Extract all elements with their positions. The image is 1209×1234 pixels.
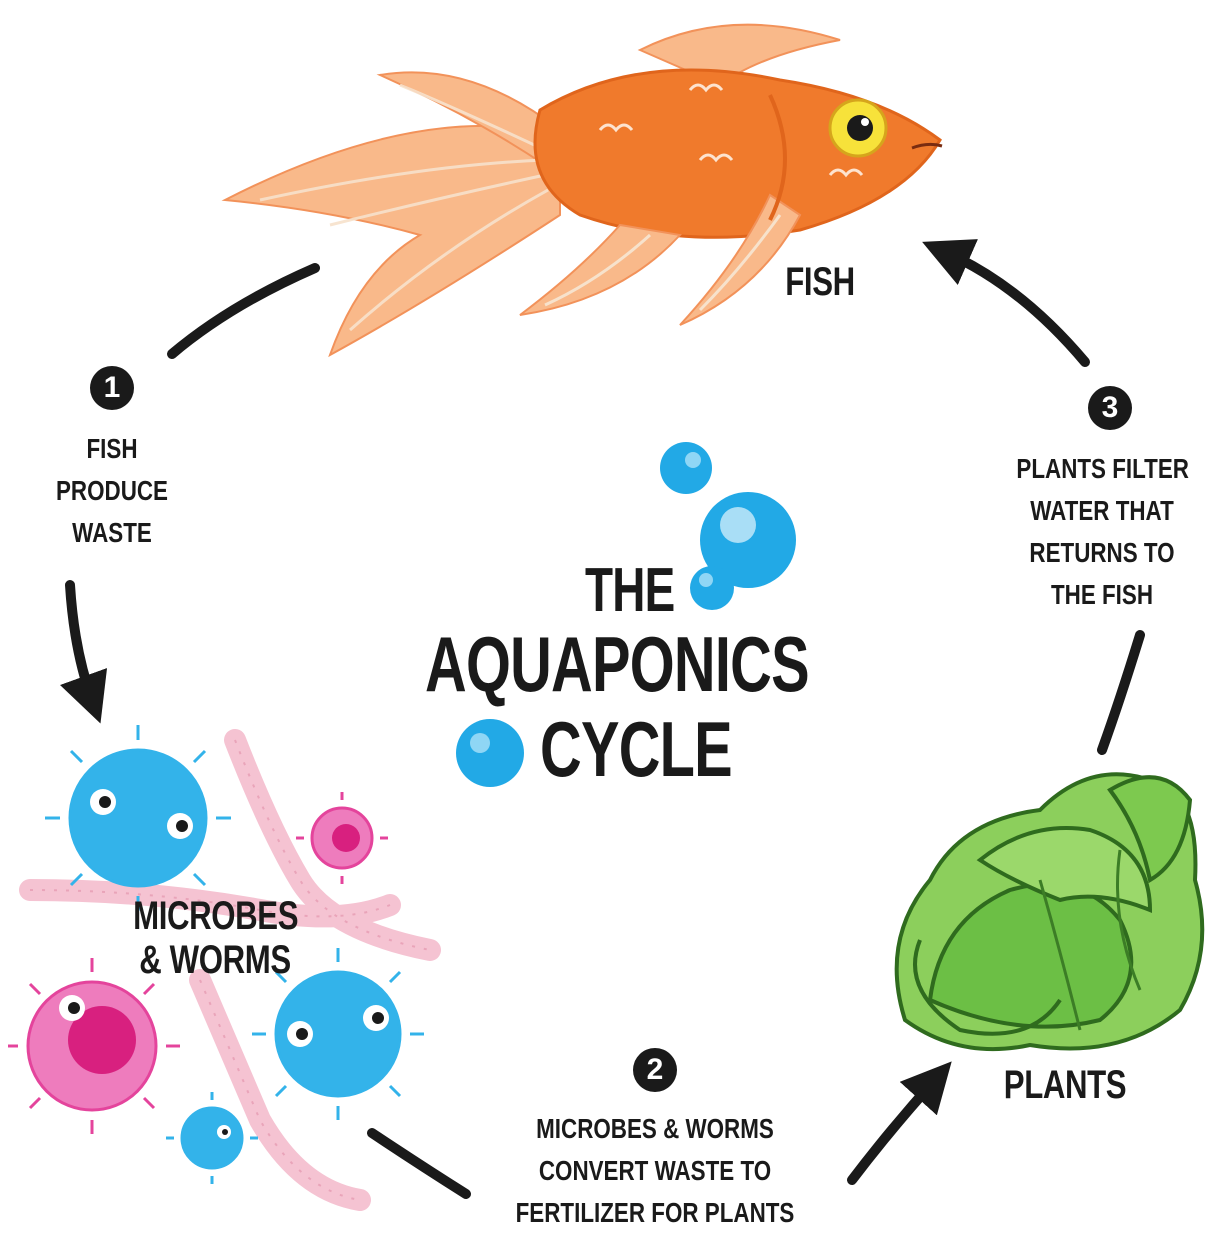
step-3-line-2: WATER THAT bbox=[1016, 490, 1187, 532]
fish-icon bbox=[225, 25, 942, 355]
arrow-step1-down bbox=[70, 585, 92, 700]
step-2-badge: 2 bbox=[633, 1048, 677, 1092]
step-2-text: MICROBES & WORMS CONVERT WASTE TO FERTIL… bbox=[470, 1108, 840, 1234]
arrow-step3-line bbox=[1102, 635, 1140, 750]
step-1-text: FISH PRODUCE WASTE bbox=[20, 428, 204, 554]
arrow-fish-top-left bbox=[172, 268, 315, 354]
arrow-step2-right bbox=[852, 1080, 935, 1180]
title-line-3: CYCLE bbox=[540, 710, 732, 788]
step-2-line-2: CONVERT WASTE TO bbox=[507, 1150, 803, 1192]
step-3-badge: 3 bbox=[1088, 386, 1132, 430]
label-worms: & WORMS bbox=[133, 940, 297, 980]
step-3-line-1: PLANTS FILTER bbox=[1016, 448, 1187, 490]
arrow-step2-left bbox=[372, 1133, 466, 1194]
title-line-2: AQUAPONICS bbox=[425, 625, 809, 703]
label-microbes: MICROBES bbox=[133, 896, 297, 936]
step-1-line-2: PRODUCE bbox=[38, 470, 185, 512]
lettuce-icon bbox=[897, 774, 1203, 1049]
step-3-text: PLANTS FILTER WATER THAT RETURNS TO THE … bbox=[995, 448, 1209, 616]
step-1-badge: 1 bbox=[90, 366, 134, 410]
label-fish: FISH bbox=[781, 262, 859, 302]
step-1-line-3: WASTE bbox=[38, 512, 185, 554]
step-3-line-3: RETURNS TO bbox=[1016, 532, 1187, 574]
step-2-line-1: MICROBES & WORMS bbox=[507, 1108, 803, 1150]
title-line-1: THE bbox=[585, 560, 675, 622]
step-2-line-3: FERTILIZER FOR PLANTS bbox=[507, 1192, 803, 1234]
step-1-line-1: FISH bbox=[38, 428, 185, 470]
label-plants: PLANTS bbox=[999, 1065, 1132, 1105]
step-3-line-4: THE FISH bbox=[1016, 574, 1187, 616]
arrow-step3-up bbox=[945, 252, 1085, 362]
